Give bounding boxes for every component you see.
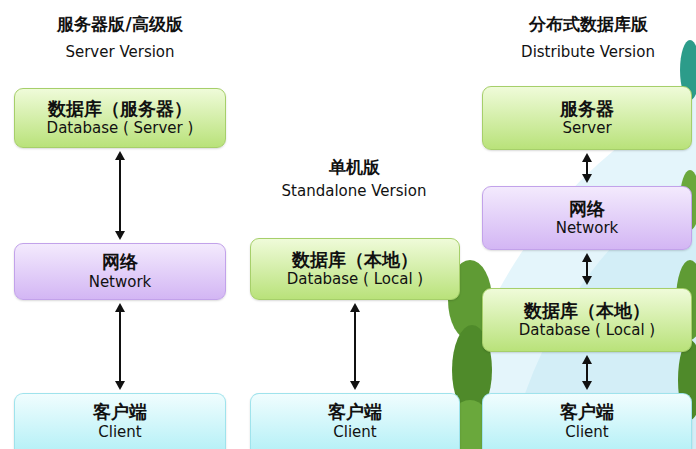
column-subheading: Server Version xyxy=(65,43,174,61)
box-subtitle: Database ( Local ) xyxy=(519,321,655,340)
arrow-head xyxy=(582,253,592,262)
tier-box: 数据库（本地）Database ( Local ) xyxy=(250,238,460,300)
column-subheading: Standalone Version xyxy=(282,182,427,200)
box-subtitle: Database ( Local ) xyxy=(287,270,423,289)
column-heading: 服务器版/高级版 xyxy=(57,13,182,36)
box-title: 客户端 xyxy=(560,401,614,423)
box-subtitle: Client xyxy=(333,423,376,442)
sky-arc xyxy=(440,40,696,449)
arrow-head xyxy=(582,276,592,285)
column-heading: 分布式数据库版 xyxy=(529,13,648,36)
column-heading: 单机版 xyxy=(329,156,380,179)
tree-foliage xyxy=(448,40,696,449)
box-subtitle: Server xyxy=(562,119,611,138)
box-subtitle: Client xyxy=(98,423,141,442)
tier-box: 客户端Client xyxy=(250,393,460,449)
box-subtitle: Database ( Server ) xyxy=(47,119,194,138)
tier-box: 客户端Client xyxy=(14,393,226,449)
box-title: 服务器 xyxy=(560,98,614,120)
box-subtitle: Network xyxy=(556,219,619,238)
arrow-head xyxy=(115,303,125,312)
box-title: 数据库（服务器） xyxy=(48,98,192,120)
double-arrow xyxy=(582,355,592,390)
arrow-head xyxy=(115,381,125,390)
box-title: 客户端 xyxy=(93,401,147,423)
double-arrow xyxy=(582,153,592,183)
tier-box: 客户端Client xyxy=(482,393,692,449)
double-arrow xyxy=(115,151,125,240)
box-title: 网络 xyxy=(569,198,605,220)
arrow-shaft xyxy=(354,309,356,384)
box-title: 网络 xyxy=(102,251,138,273)
double-arrow xyxy=(350,303,360,390)
box-subtitle: Client xyxy=(565,423,608,442)
arrow-head xyxy=(350,381,360,390)
box-subtitle: Network xyxy=(89,273,152,292)
tier-box: 网络Network xyxy=(14,243,226,300)
tier-box: 数据库（服务器）Database ( Server ) xyxy=(14,88,226,148)
box-title: 客户端 xyxy=(328,401,382,423)
tier-box: 数据库（本地）Database ( Local ) xyxy=(482,288,692,352)
arrow-head xyxy=(115,151,125,160)
arrow-head xyxy=(582,174,592,183)
double-arrow xyxy=(582,253,592,285)
column-subheading: Distribute Version xyxy=(521,43,655,61)
arrow-head xyxy=(582,153,592,162)
arrow-head xyxy=(350,303,360,312)
arrow-shaft xyxy=(586,361,588,384)
box-title: 数据库（本地） xyxy=(292,249,418,271)
arrow-head xyxy=(582,355,592,364)
tier-box: 网络Network xyxy=(482,186,692,250)
tier-box: 服务器Server xyxy=(482,86,692,150)
arrow-head xyxy=(115,231,125,240)
arrow-head xyxy=(582,381,592,390)
double-arrow xyxy=(115,303,125,390)
box-title: 数据库（本地） xyxy=(524,300,650,322)
arrow-shaft xyxy=(119,157,121,234)
arrow-shaft xyxy=(119,309,121,384)
